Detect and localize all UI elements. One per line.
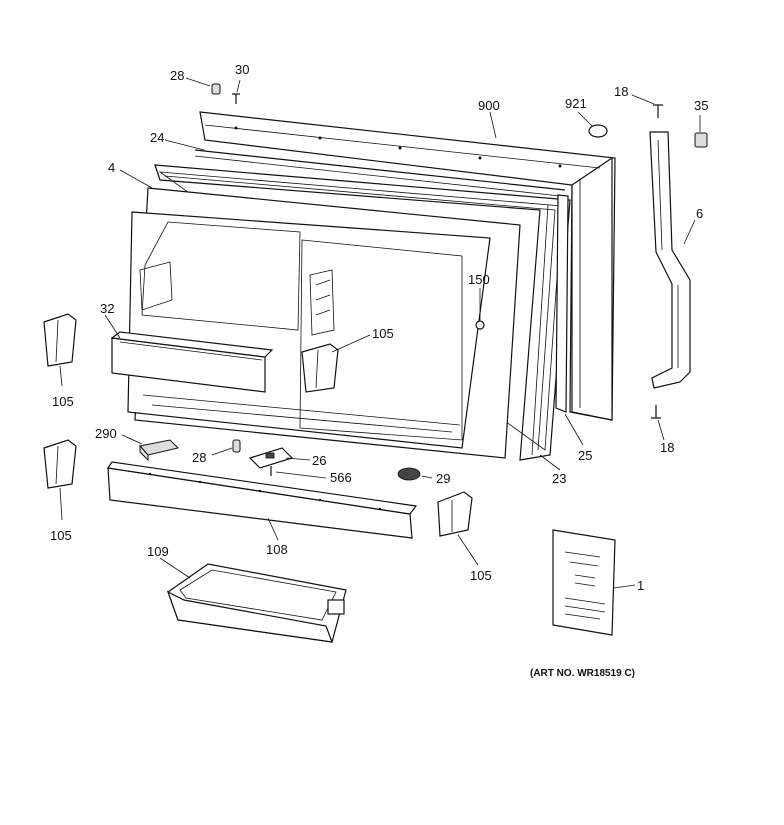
side-strip <box>555 194 569 413</box>
label-28-top: 28 <box>170 68 184 83</box>
label-29: 29 <box>436 471 450 486</box>
label-900: 900 <box>478 98 500 113</box>
label-150: 150 <box>468 272 490 287</box>
label-566: 566 <box>330 470 352 485</box>
label-24: 24 <box>150 130 164 145</box>
art-number: (ART NO. WR18519 C) <box>530 668 635 679</box>
label-108: 108 <box>266 542 288 557</box>
label-105-right: 105 <box>470 568 492 583</box>
inner-door-liner <box>127 187 521 459</box>
label-290: 290 <box>95 426 117 441</box>
label-105-center: 105 <box>372 326 394 341</box>
label-26: 26 <box>312 453 326 468</box>
label-109: 109 <box>147 544 169 559</box>
label-1: 1 <box>637 578 644 593</box>
label-18-top: 18 <box>614 84 628 99</box>
leader-lines <box>59 77 701 589</box>
label-18-bottom: 18 <box>660 440 674 455</box>
clip-part <box>139 439 179 462</box>
label-4: 4 <box>108 160 115 175</box>
outer-door-panel <box>199 111 616 421</box>
door-shelf-upper <box>110 331 274 393</box>
fastener-screws <box>211 83 708 481</box>
door-handle <box>649 131 691 389</box>
label-32: 32 <box>100 301 114 316</box>
label-105-left-upper: 105 <box>52 394 74 409</box>
owner-manual <box>552 529 616 636</box>
label-35: 35 <box>694 98 708 113</box>
label-23: 23 <box>552 471 566 486</box>
shelf-bracket-left-upper <box>43 313 77 367</box>
label-6: 6 <box>696 206 703 221</box>
label-105-left-lower: 105 <box>50 528 72 543</box>
label-921: 921 <box>565 96 587 111</box>
label-25: 25 <box>578 448 592 463</box>
label-30: 30 <box>235 62 249 77</box>
label-28-mid: 28 <box>192 450 206 465</box>
shelf-bracket-center <box>301 343 339 393</box>
shelf-bracket-left-lower <box>43 439 77 489</box>
shelf-bracket-right <box>437 491 473 537</box>
breaker-strip <box>194 149 566 197</box>
bracket-part <box>248 447 294 469</box>
door-shelf-lower <box>106 461 418 539</box>
door-bin <box>166 563 347 643</box>
